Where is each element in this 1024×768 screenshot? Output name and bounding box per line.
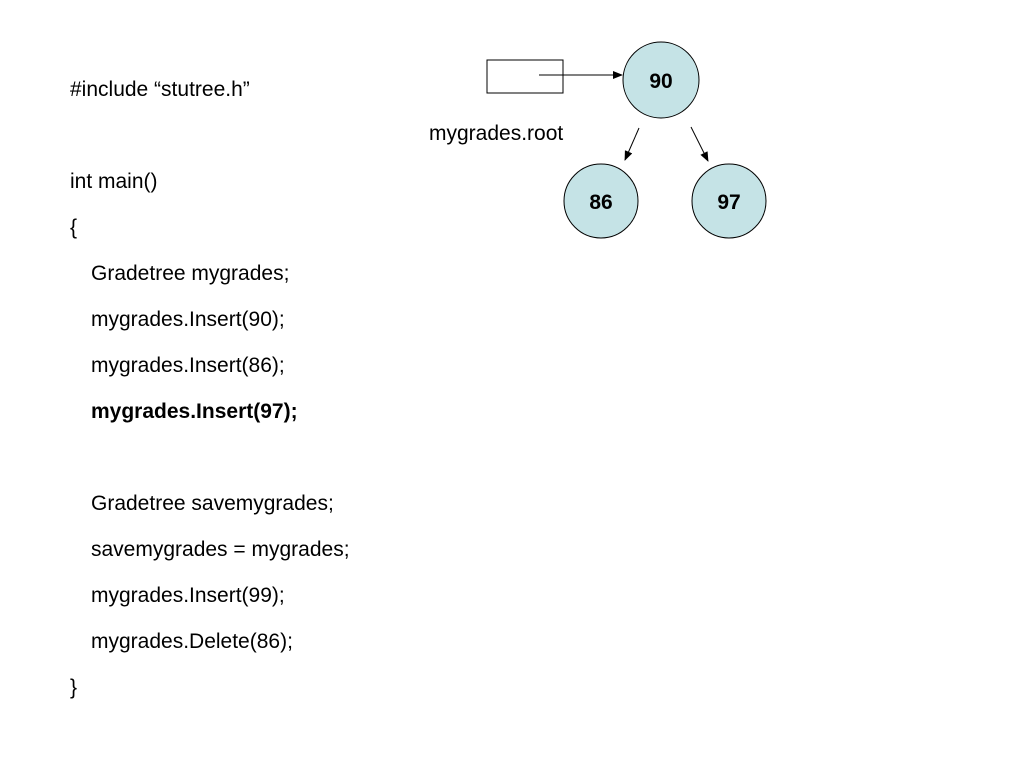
code-line: mygrades.Insert(86); <box>91 354 285 377</box>
root-pointer-box <box>486 59 564 94</box>
code-line: mygrades.Delete(86); <box>91 630 293 653</box>
node-circle <box>691 163 767 239</box>
node-value: 86 <box>589 191 612 214</box>
node-value: 97 <box>717 191 740 214</box>
root-pointer-label: mygrades.root <box>429 122 563 145</box>
code-line: } <box>70 676 78 699</box>
code-line: Gradetree savemygrades; <box>91 492 334 515</box>
code-line: #include “stutree.h” <box>70 78 250 101</box>
edge-root-left <box>624 127 640 161</box>
code-line: Gradetree mygrades; <box>91 262 290 285</box>
tree-node-left: 86 <box>563 163 639 239</box>
code-line: { <box>70 216 78 239</box>
tree-node-right: 97 <box>691 163 767 239</box>
node-value: 90 <box>649 70 672 93</box>
node-circle <box>622 41 700 119</box>
code-line: mygrades.Insert(97); <box>91 400 298 423</box>
code-line: int main() <box>70 170 158 193</box>
code-line: mygrades.Insert(90); <box>91 308 285 331</box>
code-listing: #include “stutree.h” int main() { Gradetree… <box>70 71 350 715</box>
tree-node-root: 90 <box>622 41 700 119</box>
node-circle <box>563 163 639 239</box>
code-line: mygrades.Insert(99); <box>91 584 285 607</box>
code-line: savemygrades = mygrades; <box>91 538 350 561</box>
edge-root-right <box>690 126 709 162</box>
